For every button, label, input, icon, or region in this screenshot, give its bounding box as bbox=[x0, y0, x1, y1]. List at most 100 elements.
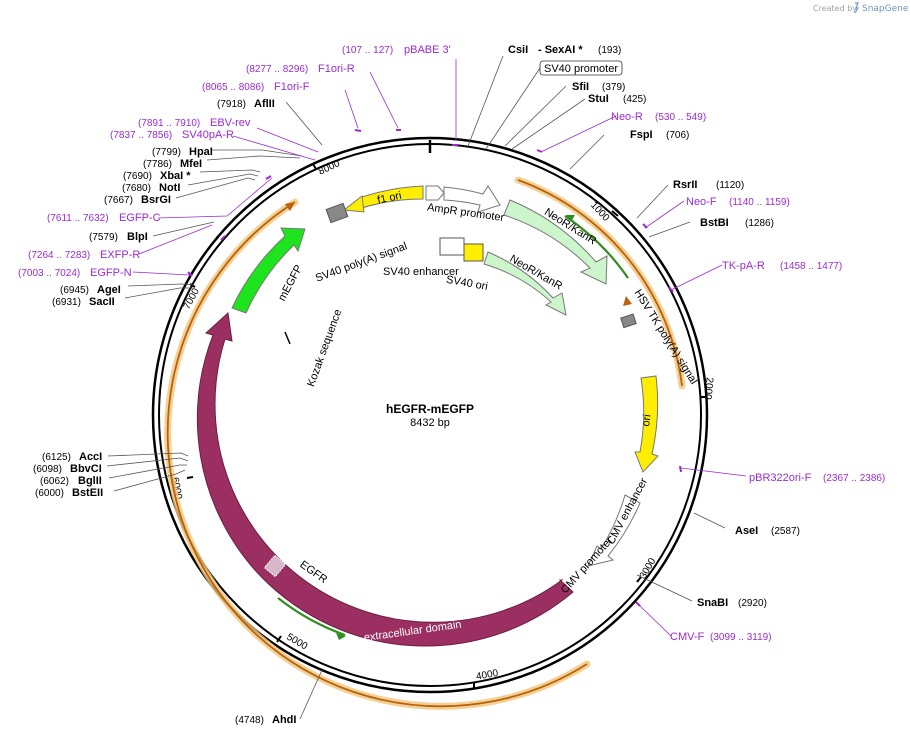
primer-tk-pa-r: TK-pA-R bbox=[722, 260, 765, 272]
enzyme-acci: AccI bbox=[79, 451, 102, 463]
primer-sv40pa-r-pos: (7837 .. 7856) bbox=[110, 130, 172, 141]
credit-brand: SnapGene bbox=[862, 4, 909, 14]
sv40-ori-box bbox=[463, 243, 484, 262]
primer-neo-r-pos: (530 .. 549) bbox=[655, 112, 706, 123]
primer-egfp-c: EGFP-C bbox=[119, 212, 161, 224]
enzyme-csii: CsiI bbox=[508, 44, 528, 56]
sv40-polyA-box bbox=[325, 202, 349, 224]
enzyme-leaders bbox=[106, 55, 726, 720]
enzyme-noti: NotI bbox=[159, 182, 180, 194]
kozak-mark bbox=[284, 331, 291, 345]
plasmid-name: hEGFR-mEGFP bbox=[386, 402, 474, 416]
enzyme-ahdi: AhdI bbox=[272, 714, 296, 726]
sv40-enhancer-box bbox=[439, 237, 465, 256]
enzyme-snabi: SnaBI bbox=[697, 597, 728, 609]
enzyme-noti-pos: (7680) bbox=[122, 183, 151, 194]
cmv-enhancer-label: CMV enhancer bbox=[605, 476, 650, 547]
primer-neo-r: Neo-R bbox=[611, 111, 643, 123]
tick-label-4000: 4000 bbox=[475, 668, 499, 683]
tick-label-2000: 2000 bbox=[702, 377, 715, 401]
primer-f1ori-f-pos: (8065 .. 8086) bbox=[202, 82, 264, 93]
enzyme-sfii: SfiI bbox=[572, 81, 589, 93]
enzyme-xbai-pos: (7690) bbox=[123, 171, 152, 182]
enzyme-mfei-pos: (7786) bbox=[143, 159, 172, 170]
enzyme-stui: StuI bbox=[588, 93, 609, 105]
primer-egfp-c-pos: (7611 .. 7632) bbox=[47, 213, 109, 224]
enzyme-aflii: AflII bbox=[254, 98, 275, 110]
backbone bbox=[151, 136, 709, 694]
sv40-promoter-box bbox=[539, 60, 623, 76]
enzyme-bsteii: BstEII bbox=[72, 487, 103, 499]
primer-pbabe3-pos: (107 .. 127) bbox=[342, 45, 393, 56]
primer-cmv-f: CMV-F bbox=[670, 631, 705, 643]
enzyme-snabi-pos: (2920) bbox=[738, 598, 767, 609]
enzyme-mfei: MfeI bbox=[180, 158, 202, 170]
primer-f1ori-r: F1ori-R bbox=[318, 63, 355, 75]
enzyme-sexai: - SexAI * bbox=[538, 44, 583, 56]
enzyme-ahdi-pos: (4748) bbox=[235, 715, 264, 726]
primer-exfp-r-pos: (7264 .. 7283) bbox=[28, 250, 90, 261]
enzyme-sacii-pos: (6931) bbox=[52, 297, 81, 308]
primer-pbr322ori-f-pos: (2367 .. 2386) bbox=[823, 473, 885, 484]
enzyme-asei-pos: (2587) bbox=[771, 526, 800, 537]
enzyme-agei-pos: (6945) bbox=[60, 285, 89, 296]
cytoplasmic-domain-label: cytoplasmic domain bbox=[261, 414, 302, 510]
enzyme-xbai: XbaI * bbox=[160, 170, 191, 182]
enzyme-blpi: BlpI bbox=[127, 231, 148, 243]
enzyme-bstbi: BstBI bbox=[700, 217, 729, 229]
enzyme-bbvci: BbvCI bbox=[70, 463, 102, 475]
sv40-promoter-text: SV40 promoter bbox=[544, 63, 618, 75]
enzyme-acci-pos: (6125) bbox=[42, 452, 71, 463]
primer-f1ori-r-pos: (8277 .. 8296) bbox=[246, 64, 308, 75]
primer-exfp-r: EXFP-R bbox=[100, 249, 140, 261]
egfr-domain-break bbox=[263, 554, 287, 578]
enzyme-bsteii-pos: (6000) bbox=[35, 488, 64, 499]
enzyme-labels: CsiI - SexAI * (193) SV40 promoter SfiI … bbox=[33, 44, 800, 726]
primer-neo-f-pos: (1140 .. 1159) bbox=[729, 197, 790, 208]
enzyme-rsrii: RsrII bbox=[673, 179, 697, 191]
primer-tk-pa-r-pos: (1458 .. 1477) bbox=[780, 261, 842, 272]
enzyme-sfii-pos: (379) bbox=[602, 82, 625, 93]
orf-arcs bbox=[164, 176, 686, 710]
enzyme-bsrgi-pos: (7667) bbox=[104, 195, 133, 206]
kozak-label: Kozak sequence bbox=[305, 308, 344, 389]
sv40-enhancer-label: SV40 enhancer bbox=[383, 266, 459, 278]
enzyme-aflii-pos: (7918) bbox=[217, 99, 246, 110]
primer-f1ori-f: F1ori-F bbox=[274, 81, 310, 93]
enzyme-asei: AseI bbox=[735, 525, 758, 537]
sv40-polyA-label: SV40 poly(A) signal bbox=[314, 240, 409, 284]
primer-neo-f: Neo-F bbox=[686, 196, 717, 208]
enzyme-sacii: SacII bbox=[89, 296, 115, 308]
enzyme-hpai-pos: (7799) bbox=[152, 147, 181, 158]
feature-arrows bbox=[196, 185, 659, 647]
primer-pbabe3: pBABE 3' bbox=[404, 44, 451, 56]
hsv-tk-polyA-box bbox=[620, 313, 637, 329]
megfp-label: mEGFP bbox=[276, 263, 305, 303]
primer-sites bbox=[187, 129, 682, 607]
enzyme-csii-pos: (193) bbox=[598, 45, 621, 56]
primer-labels: (107 .. 127) pBABE 3' (8277 .. 8296) F1o… bbox=[18, 44, 885, 643]
plasmid-length: 8432 bp bbox=[410, 417, 450, 429]
enzyme-bglii: BglII bbox=[78, 475, 102, 487]
snapgene-logo-icon bbox=[854, 2, 860, 14]
primer-ebv-rev: EBV-rev bbox=[210, 117, 251, 129]
tick-label-5000: 5000 bbox=[284, 632, 309, 653]
enzyme-bglii-pos: (6062) bbox=[40, 476, 69, 487]
credit-text: Created by bbox=[813, 4, 857, 13]
enzyme-fspi: FspI bbox=[630, 129, 653, 141]
enzyme-hpai: HpaI bbox=[189, 146, 213, 158]
enzyme-stui-pos: (425) bbox=[623, 94, 646, 105]
enzyme-fspi-pos: (706) bbox=[666, 130, 689, 141]
sv40-ori-label: SV40 ori bbox=[445, 274, 489, 293]
enzyme-bstbi-pos: (1286) bbox=[745, 218, 774, 229]
cmv-promoter-label: CMV promoter bbox=[559, 535, 616, 596]
primer-pbr322ori-f: pBR322ori-F bbox=[749, 472, 812, 484]
primer-egfp-n: EGFP-N bbox=[90, 267, 132, 279]
primer-leaders bbox=[132, 59, 747, 637]
f1ori-label: f1 ori bbox=[376, 190, 402, 207]
primer-cmv-f-pos: (3099 .. 3119) bbox=[710, 632, 772, 643]
ori-label: ori bbox=[640, 414, 654, 428]
enzyme-bsrgi: BsrGI bbox=[141, 194, 171, 206]
enzyme-agei: AgeI bbox=[97, 284, 121, 296]
